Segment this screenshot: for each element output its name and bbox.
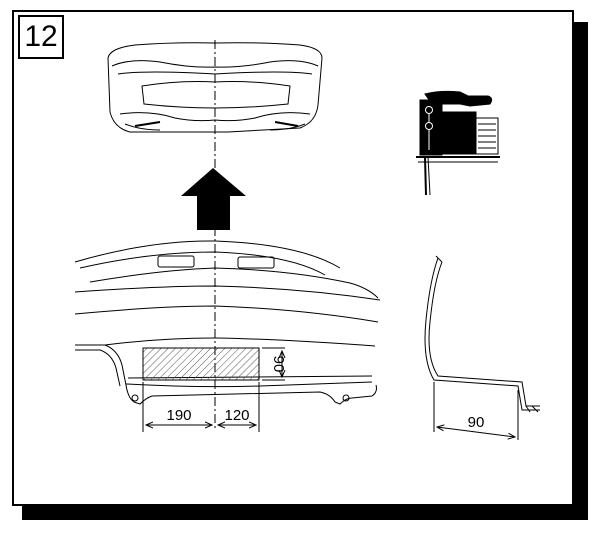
- step-number: 12: [24, 20, 58, 53]
- dim-right-width: 120: [224, 407, 249, 424]
- dim-height: 90: [270, 356, 287, 373]
- jigsaw-icon: [416, 90, 500, 196]
- section-profile: [424, 255, 540, 440]
- instruction-panel: [12, 10, 574, 506]
- dim-flange-width: 90: [468, 414, 485, 431]
- bumper-overview: [107, 42, 323, 133]
- dim-left-width: 190: [166, 407, 191, 424]
- arrow-up-icon: [181, 168, 246, 230]
- step-number-box: 12: [18, 15, 64, 59]
- dimension-lines: [142, 347, 285, 432]
- cut-area: [142, 347, 260, 381]
